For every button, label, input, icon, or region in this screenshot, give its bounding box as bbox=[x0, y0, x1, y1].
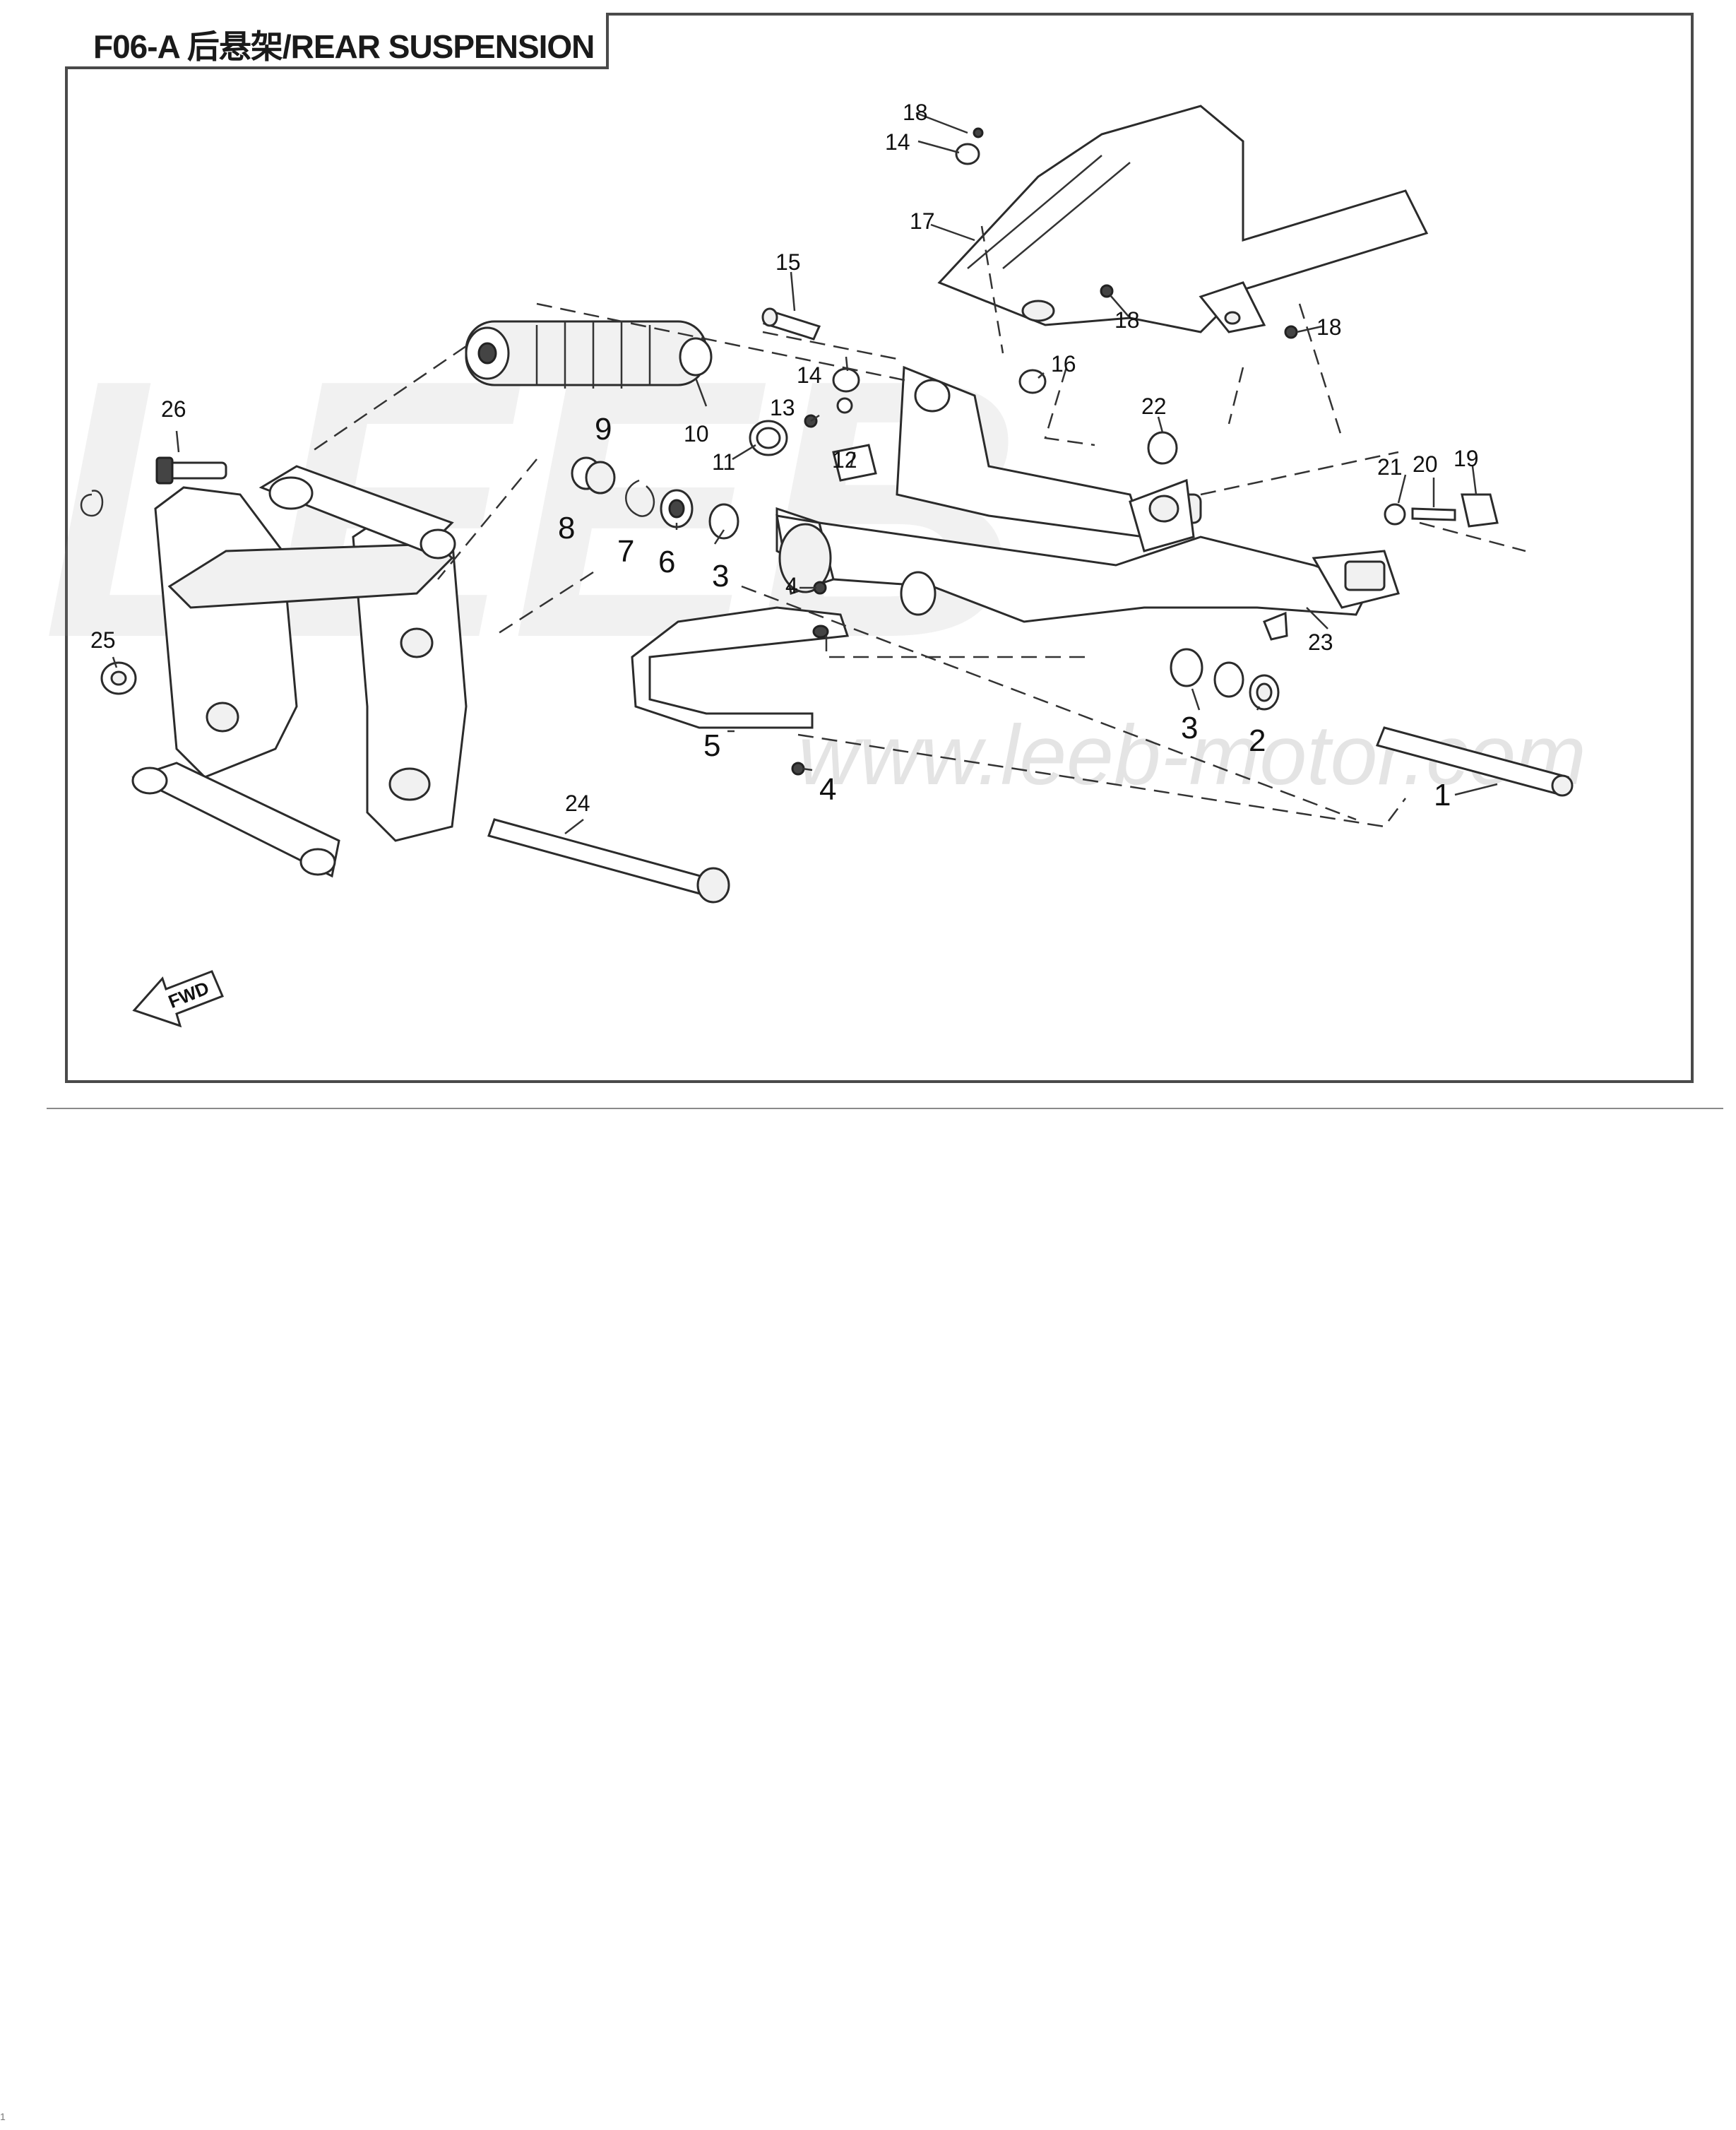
part-25-nut bbox=[100, 661, 137, 695]
bearing-parts bbox=[571, 127, 1574, 797]
part-10-shock-absorber bbox=[465, 320, 713, 389]
callout-21: 21 bbox=[1377, 454, 1403, 480]
fwd-arrow: FWD bbox=[132, 970, 224, 1028]
callout-20: 20 bbox=[1413, 451, 1438, 477]
page-mark: 1 bbox=[0, 2111, 6, 2122]
callout-19: 19 bbox=[1453, 446, 1479, 471]
callout-9: 9 bbox=[595, 412, 612, 446]
callouts: 26 25 24 1 2 3 3 6 7 8 9 10 11 12 13 14 … bbox=[90, 100, 1479, 816]
part-17-chain-guard bbox=[937, 105, 1429, 333]
part-15-pin bbox=[761, 307, 821, 341]
frame-part bbox=[80, 465, 468, 878]
callout-11: 11 bbox=[712, 449, 735, 475]
part-24-pivot-shaft bbox=[487, 818, 730, 904]
callout-14b: 14 bbox=[797, 362, 822, 388]
assembly-lines bbox=[310, 225, 1526, 828]
part-5-chain-slider bbox=[631, 606, 850, 729]
callout-25: 25 bbox=[90, 627, 116, 653]
callout-16: 16 bbox=[1051, 351, 1076, 377]
callout-1: 1 bbox=[1434, 778, 1451, 812]
callout-13: 13 bbox=[770, 395, 795, 420]
callout-12: 12 bbox=[832, 447, 857, 473]
callout-6: 6 bbox=[658, 545, 675, 579]
callout-15: 15 bbox=[775, 249, 801, 275]
page-title: F06-A 后悬架/REAR SUSPENSION bbox=[93, 28, 595, 65]
callout-18c: 18 bbox=[1316, 314, 1342, 340]
title-box: F06-A 后悬架/REAR SUSPENSION bbox=[65, 13, 609, 69]
callout-22: 22 bbox=[1141, 394, 1167, 419]
callout-2: 2 bbox=[1249, 723, 1266, 758]
callout-10: 10 bbox=[684, 421, 709, 446]
bottom-rule bbox=[47, 1108, 1723, 1109]
leader-lines bbox=[112, 112, 1498, 834]
callout-18b: 18 bbox=[1114, 307, 1140, 333]
callout-3a: 3 bbox=[712, 559, 729, 593]
callout-3b: 3 bbox=[1181, 711, 1198, 745]
callout-23: 23 bbox=[1308, 629, 1333, 655]
callout-4b: 4 bbox=[819, 772, 836, 807]
exploded-view-drawing: LEEB www.leeb-motor.com bbox=[42, 100, 1586, 1028]
callout-8: 8 bbox=[558, 511, 575, 545]
callout-17: 17 bbox=[910, 208, 935, 234]
part-26-bolt bbox=[155, 456, 227, 485]
callout-5: 5 bbox=[703, 728, 720, 763]
callout-4a: 4 bbox=[785, 573, 798, 598]
callout-18a: 18 bbox=[903, 100, 928, 125]
callout-24: 24 bbox=[565, 791, 590, 816]
callout-26: 26 bbox=[161, 396, 186, 422]
callout-7: 7 bbox=[617, 534, 634, 569]
callout-14a: 14 bbox=[885, 129, 910, 155]
swingarm-part bbox=[775, 365, 1400, 641]
